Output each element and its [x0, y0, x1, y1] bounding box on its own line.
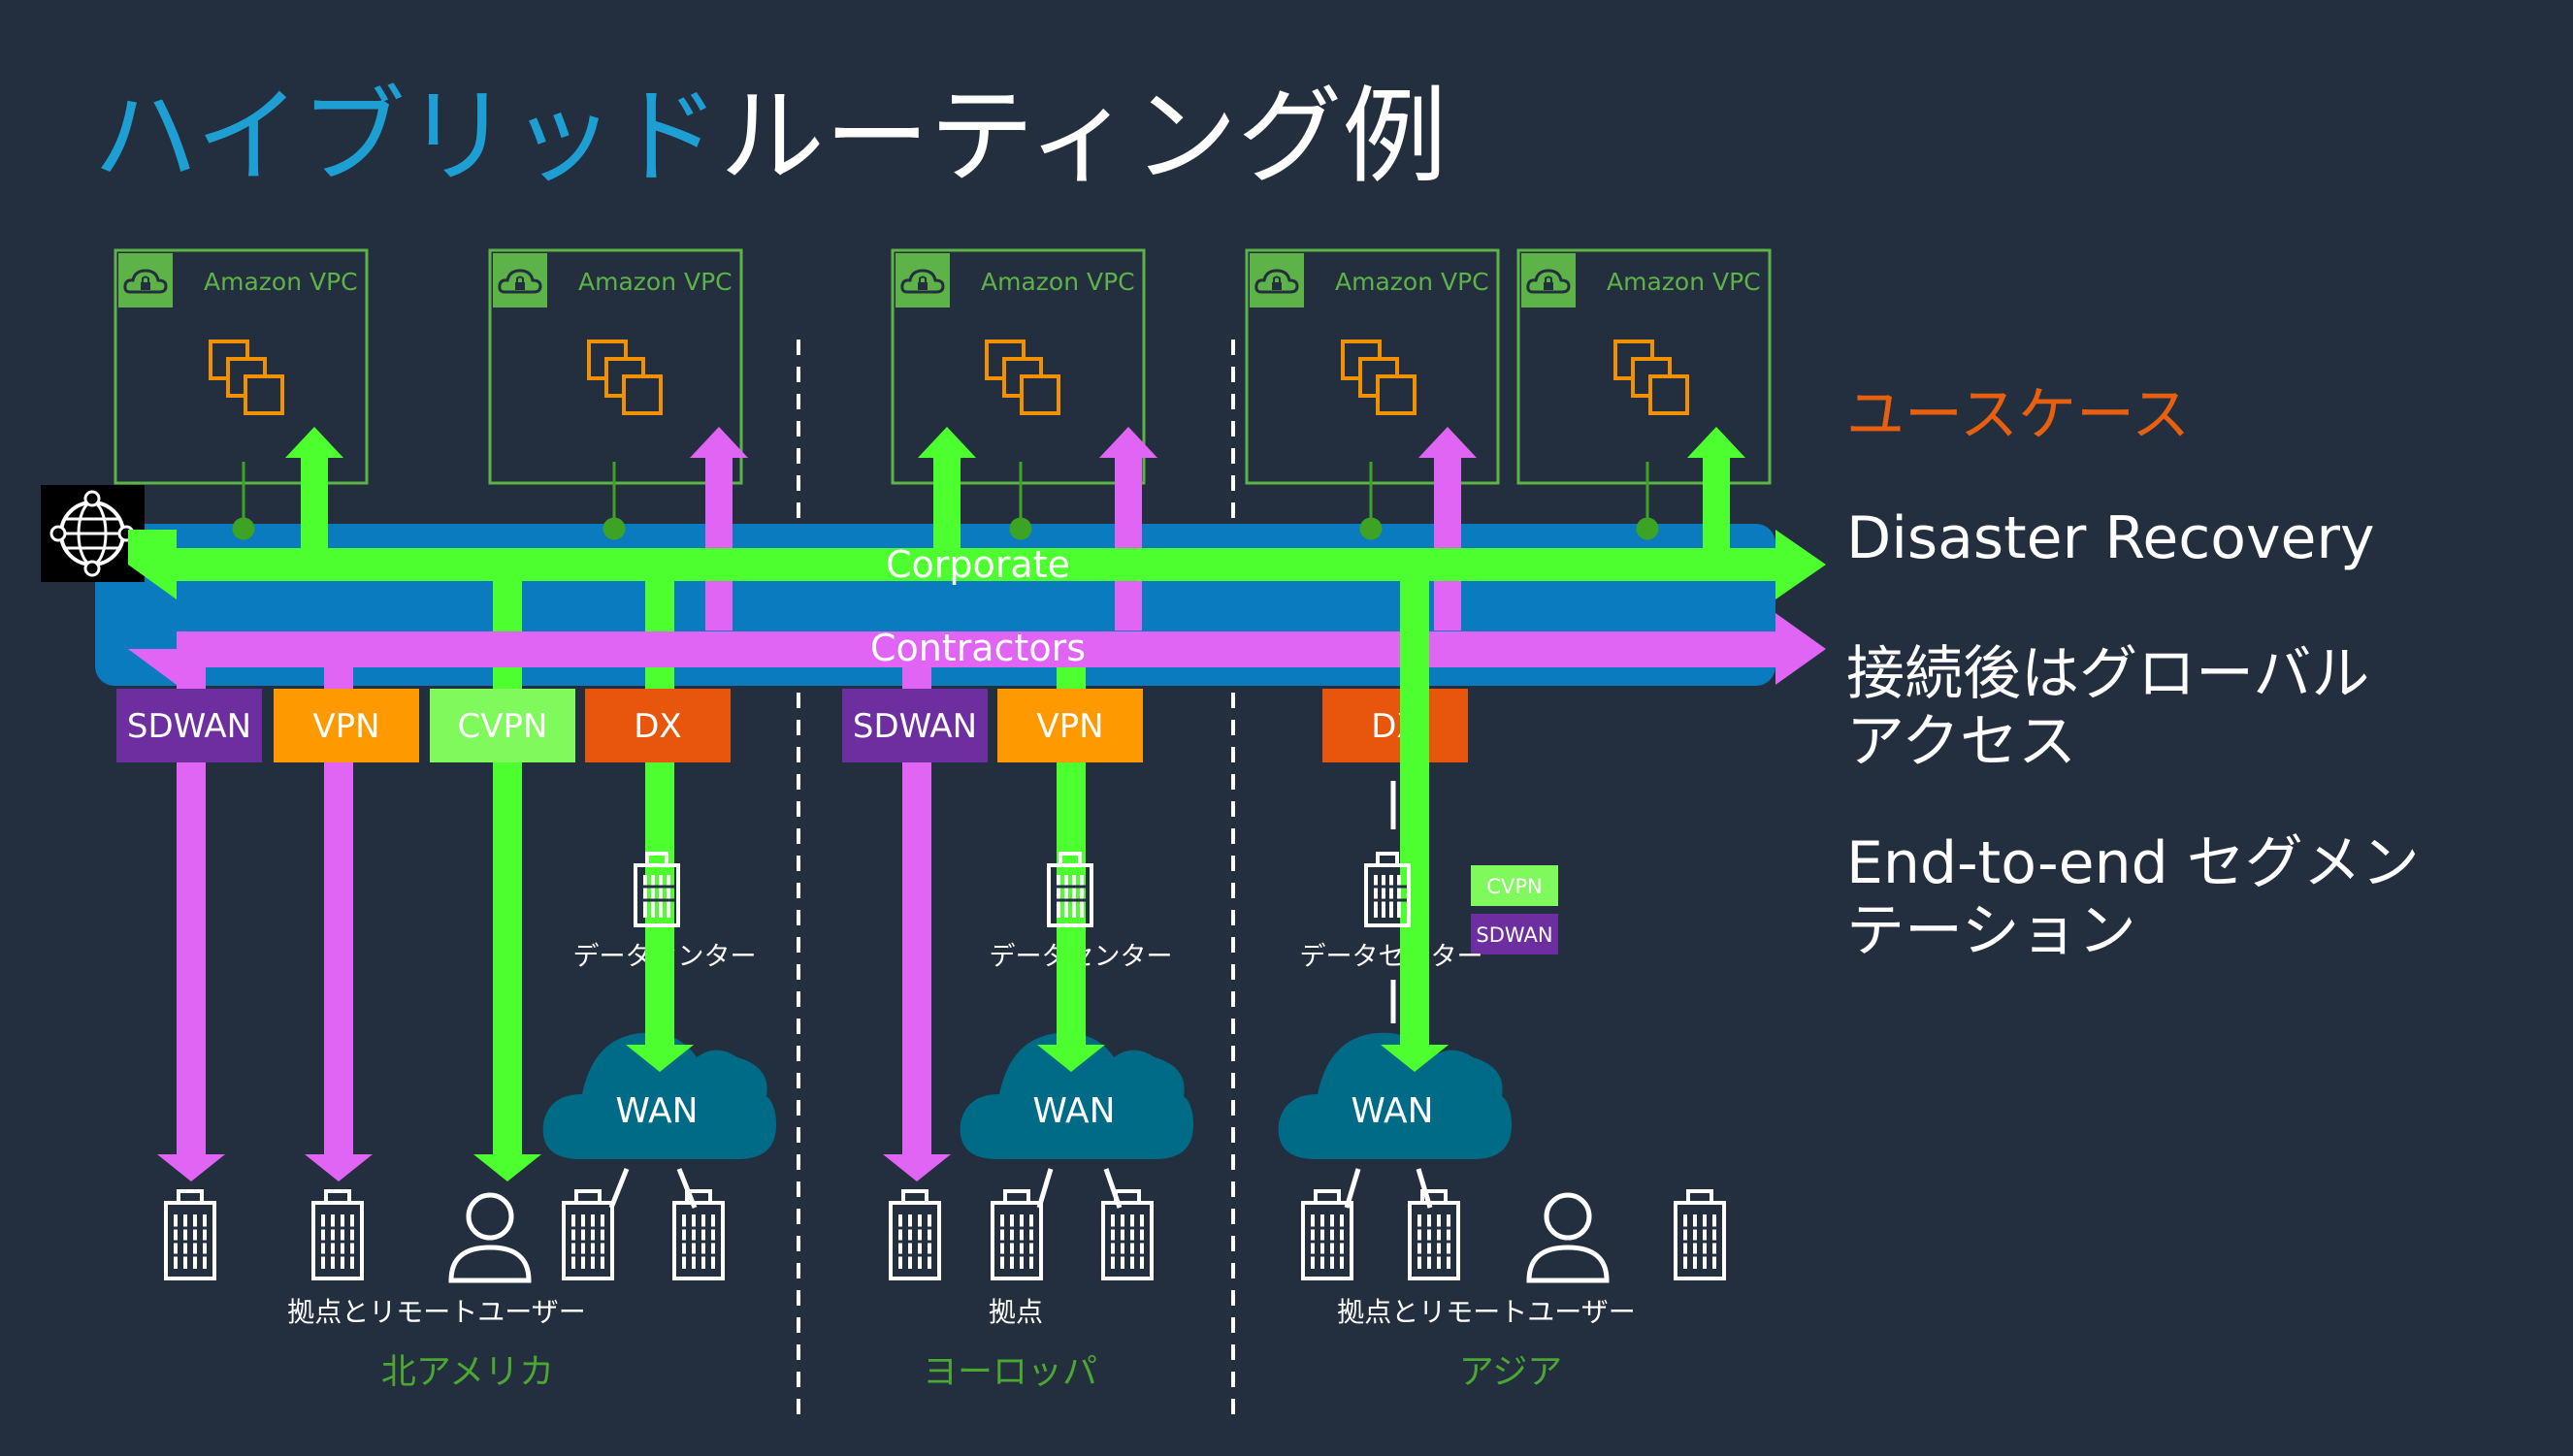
- vpc-box-5: Amazon VPC: [1516, 248, 1772, 485]
- building-icon: [1408, 1189, 1460, 1280]
- vpc-box-3: Amazon VPC: [891, 248, 1146, 485]
- svg-text:VPN: VPN: [312, 707, 379, 746]
- vpc-label: Amazon VPC: [1335, 268, 1489, 296]
- building-icon: [311, 1189, 364, 1280]
- conn-sdwan-na: SDWAN: [116, 689, 262, 762]
- usecase-segmentation-line1: End-to-end セグメン: [1846, 829, 2420, 897]
- corporate-network-band: [128, 530, 1826, 599]
- site-label-na: 拠点とリモートユーザー: [287, 1296, 585, 1328]
- conn-vpn-eu: VPN: [997, 689, 1143, 762]
- wan-cloud-eu: WAN: [960, 1014, 1193, 1159]
- vpc-label: Amazon VPC: [204, 268, 358, 296]
- building-icon: [1101, 1189, 1154, 1280]
- page-title: ハイブリッドルーティング例: [93, 77, 1447, 198]
- global-network-icon: [41, 485, 145, 582]
- vpc-label: Amazon VPC: [981, 268, 1135, 296]
- wan-cloud-asia: WAN: [1278, 1014, 1512, 1159]
- svg-text:SDWAN: SDWAN: [1476, 923, 1552, 947]
- svg-text:VPN: VPN: [1036, 707, 1103, 746]
- usecase-global-access-line1: 接続後はグローバル: [1846, 640, 2369, 708]
- datacenter-label: データセンター: [1300, 942, 1483, 972]
- vpc-cloud-icon: [1248, 251, 1306, 309]
- region-label-eu: ヨーロッパ: [923, 1352, 1097, 1392]
- usecase-disaster-recovery: Disaster Recovery: [1846, 504, 2375, 572]
- svg-text:SDWAN: SDWAN: [127, 707, 251, 746]
- instances-icon: [1341, 340, 1417, 415]
- building-icon: [562, 1189, 614, 1280]
- conn-cvpn-asia: CVPN: [1471, 865, 1558, 906]
- vpc-label: Amazon VPC: [1607, 268, 1761, 296]
- wan-label: WAN: [1351, 1091, 1433, 1131]
- vpc-attachments: [232, 462, 1659, 540]
- datacenter-asia: データセンター: [1300, 852, 1483, 972]
- wan-cloud-na: WAN: [542, 1014, 776, 1159]
- conn-cvpn-na: CVPN: [430, 689, 575, 762]
- conn-sdwan-eu: SDWAN: [842, 689, 988, 762]
- building-icon: [889, 1189, 941, 1280]
- wan-label: WAN: [1032, 1091, 1115, 1131]
- svg-text:DX: DX: [634, 707, 681, 746]
- site-label-eu: 拠点: [989, 1296, 1043, 1328]
- vpc-box-2: Amazon VPC: [488, 248, 743, 485]
- instances-icon: [209, 340, 284, 415]
- usecase-heading: ユースケース: [1846, 381, 2190, 449]
- site-label-asia: 拠点とリモートユーザー: [1337, 1296, 1635, 1328]
- building-icon: [1301, 1189, 1353, 1280]
- corporate-label: Corporate: [886, 543, 1070, 586]
- instances-icon: [1613, 340, 1689, 415]
- region-label-asia: アジア: [1459, 1352, 1563, 1392]
- vpc-box-1: Amazon VPC: [114, 248, 369, 485]
- instances-icon: [587, 340, 663, 415]
- contractors-uplinks: [690, 427, 1477, 631]
- svg-text:CVPN: CVPN: [458, 707, 548, 746]
- building-icon: [991, 1189, 1043, 1280]
- svg-text:SDWAN: SDWAN: [853, 707, 977, 746]
- vpc-label: Amazon VPC: [578, 268, 733, 296]
- user-icon: [1529, 1195, 1607, 1280]
- contractors-label: Contractors: [870, 627, 1086, 669]
- conn-vpn-na: VPN: [274, 689, 419, 762]
- building-icon: [164, 1189, 216, 1280]
- user-icon: [451, 1195, 529, 1280]
- svg-text:CVPN: CVPN: [1486, 875, 1542, 898]
- building-icon: [1674, 1189, 1726, 1280]
- usecase-global-access-line2: アクセス: [1846, 708, 2076, 776]
- vpc-cloud-icon: [1519, 251, 1578, 309]
- conn-dx-na: DX: [585, 689, 731, 762]
- corporate-uplinks: [285, 427, 1745, 553]
- vpc-cloud-icon: [894, 251, 952, 309]
- wan-label: WAN: [615, 1091, 698, 1131]
- conn-dx-asia: DX: [1322, 689, 1468, 762]
- usecase-segmentation-line2: テーション: [1846, 897, 2136, 965]
- instances-icon: [985, 340, 1060, 415]
- vpc-cloud-icon: [491, 251, 549, 309]
- conn-sdwan-asia: SDWAN: [1471, 914, 1558, 954]
- building-icon: [672, 1189, 725, 1280]
- vpc-cloud-icon: [116, 251, 175, 309]
- region-label-na: 北アメリカ: [381, 1352, 554, 1392]
